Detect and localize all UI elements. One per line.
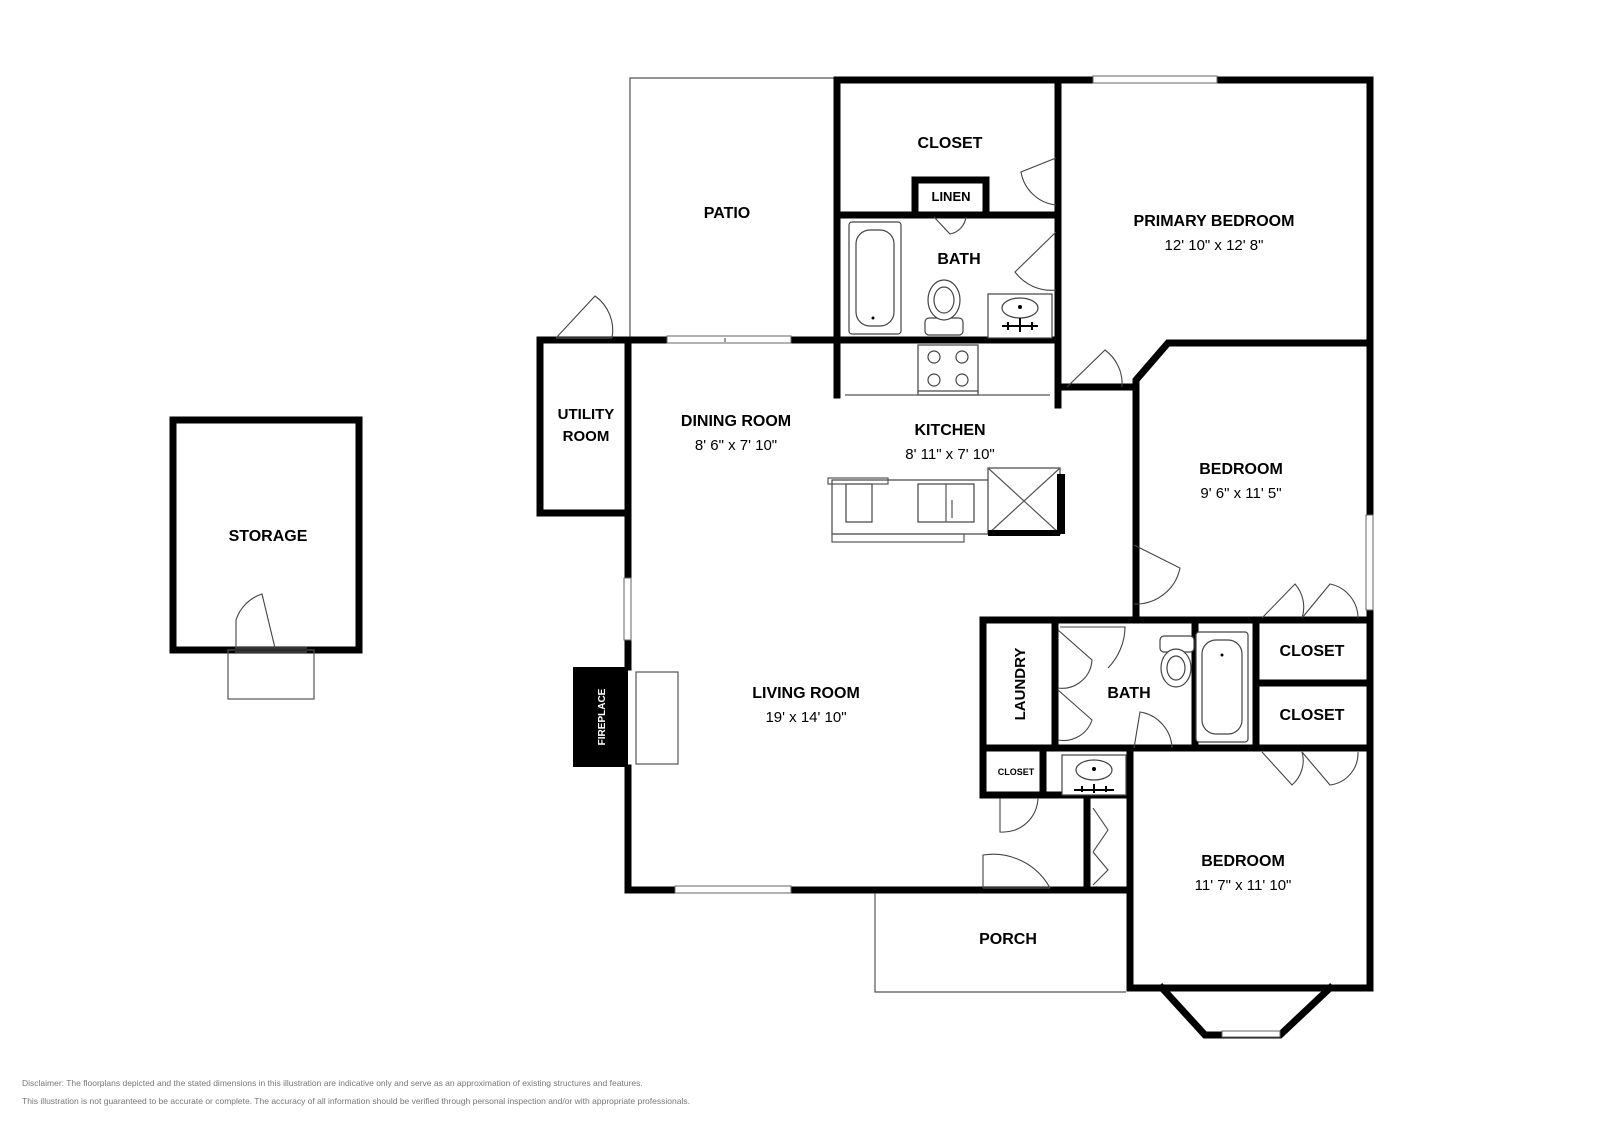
closet-right-1-label: CLOSET bbox=[1280, 643, 1345, 660]
laundry-label: LAUNDRY bbox=[1012, 648, 1029, 721]
storage-shed bbox=[169, 416, 363, 700]
living-room-dims: 19' x 14' 10" bbox=[765, 709, 846, 726]
utility-room-label-line1: UTILITY bbox=[558, 406, 615, 423]
kitchen-dims: 8' 11" x 7' 10" bbox=[905, 446, 995, 463]
fireplace-label: FIREPLACE bbox=[597, 688, 608, 745]
patio-label: PATIO bbox=[704, 205, 751, 222]
living-room-label: LIVING ROOM bbox=[752, 685, 860, 702]
bedroom-south-label: BEDROOM bbox=[1201, 853, 1285, 870]
dining-room-dims: 8' 6" x 7' 10" bbox=[695, 437, 777, 454]
storage-label: STORAGE bbox=[229, 528, 308, 545]
closet-top-label: CLOSET bbox=[918, 135, 983, 152]
dining-room-label: DINING ROOM bbox=[681, 413, 791, 430]
bath-top-label: BATH bbox=[937, 251, 980, 268]
kitchen-label: KITCHEN bbox=[914, 422, 985, 439]
utility-room-label-line2: ROOM bbox=[563, 428, 610, 445]
door-swings bbox=[555, 157, 1359, 889]
primary-bedroom-label: PRIMARY BEDROOM bbox=[1134, 213, 1295, 230]
windows bbox=[623, 75, 1374, 894]
bedroom-east-label: BEDROOM bbox=[1199, 461, 1283, 478]
bay-window bbox=[1157, 983, 1335, 1039]
bedroom-east-dims: 9' 6" x 11' 5" bbox=[1200, 485, 1281, 502]
fireplace-block bbox=[573, 667, 628, 767]
bedroom-south-dims: 11' 7" x 11' 10" bbox=[1195, 877, 1292, 894]
porch-label: PORCH bbox=[979, 931, 1037, 948]
closet-small-label: CLOSET bbox=[998, 767, 1035, 777]
interior-walls bbox=[833, 76, 1374, 889]
linen-label: LINEN bbox=[932, 189, 971, 204]
fixtures bbox=[635, 221, 1249, 796]
bath-mid-label: BATH bbox=[1107, 685, 1150, 702]
patio bbox=[629, 77, 837, 340]
disclaimer-line-1: Disclaimer: The floorplans depicted and … bbox=[22, 1078, 643, 1088]
disclaimer-line-2: This illustration is not guaranteed to b… bbox=[22, 1096, 690, 1106]
primary-bedroom-dims: 12' 10" x 12' 8" bbox=[1165, 237, 1264, 254]
porch bbox=[874, 893, 1126, 993]
closet-right-2-label: CLOSET bbox=[1280, 707, 1345, 724]
